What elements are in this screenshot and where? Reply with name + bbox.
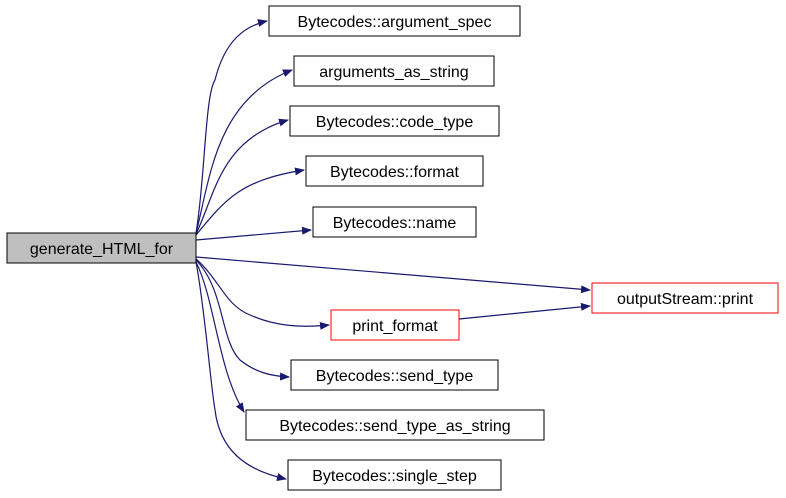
node-name[interactable]: Bytecodes::name <box>312 206 477 238</box>
edge-generate-to-name <box>195 226 312 241</box>
node-label: generate_HTML_for <box>30 241 174 258</box>
edge-generate-to-single-step <box>195 261 287 481</box>
node-label: Bytecodes::code_type <box>316 114 474 131</box>
node-format[interactable]: Bytecodes::format <box>305 155 484 187</box>
edge-generate-to-send-type <box>195 259 290 381</box>
edge-generate-to-argument-spec <box>195 19 268 234</box>
node-label: outputStream::print <box>617 291 754 308</box>
edge-generate-to-print-format <box>195 258 330 330</box>
node-send-type[interactable]: Bytecodes::send_type <box>290 359 499 391</box>
node-argument-spec[interactable]: Bytecodes::argument_spec <box>268 5 521 37</box>
node-arguments-as-string[interactable]: arguments_as_string <box>293 55 495 87</box>
edges <box>195 19 591 481</box>
node-label: print_format <box>352 318 438 335</box>
node-label: Bytecodes::argument_spec <box>298 14 492 31</box>
edge-generate-to-arguments-as-string <box>195 69 293 234</box>
node-label: Bytecodes::name <box>333 215 457 232</box>
node-code-type[interactable]: Bytecodes::code_type <box>289 105 500 137</box>
node-output-stream-print[interactable]: outputStream::print <box>591 282 779 314</box>
edge-generate-to-format <box>195 167 305 236</box>
node-send-type-as-string[interactable]: Bytecodes::send_type_as_string <box>245 409 545 441</box>
node-label: Bytecodes::send_type <box>316 368 474 385</box>
node-print-format[interactable]: print_format <box>330 309 460 341</box>
node-generate-html-for[interactable]: generate_HTML_for <box>6 232 197 264</box>
edge-generate-to-code-type <box>195 118 289 235</box>
node-single-step[interactable]: Bytecodes::single_step <box>287 459 502 491</box>
edge-print-format-to-output-print <box>458 302 591 320</box>
node-label: Bytecodes::send_type_as_string <box>279 418 510 435</box>
nodes: generate_HTML_for Bytecodes::argument_sp… <box>6 5 779 491</box>
node-label: Bytecodes::format <box>330 164 460 181</box>
node-label: Bytecodes::single_step <box>312 468 477 485</box>
edge-generate-to-send-type-as-string <box>195 261 245 413</box>
edge-generate-to-output-print <box>195 256 591 294</box>
node-label: arguments_as_string <box>319 64 468 81</box>
